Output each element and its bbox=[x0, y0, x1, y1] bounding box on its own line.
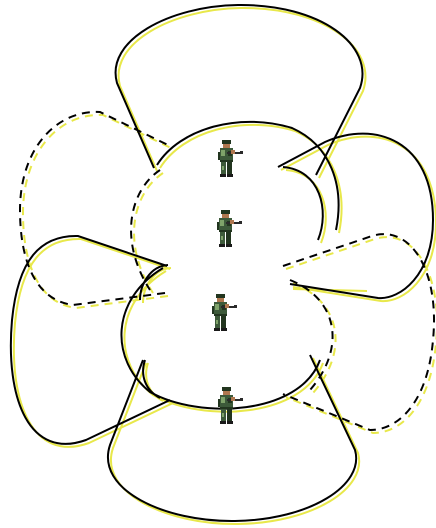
soldier-unit-3[interactable] bbox=[201, 292, 241, 336]
soldier-sprite-icon bbox=[207, 138, 247, 182]
arc-ne-solid bbox=[281, 137, 436, 301]
soldier-sprite-icon bbox=[206, 208, 246, 252]
soldier-unit-4[interactable] bbox=[207, 385, 247, 429]
soldier-unit-2[interactable] bbox=[206, 208, 246, 252]
ring-upper bbox=[160, 125, 342, 233]
arc-west-solid bbox=[14, 239, 173, 447]
soldier-unit-1[interactable] bbox=[207, 138, 247, 182]
soldier-sprite-icon bbox=[201, 292, 241, 336]
ring-lower-right-dashed bbox=[293, 283, 336, 393]
soldier-sprite-icon bbox=[207, 385, 247, 429]
